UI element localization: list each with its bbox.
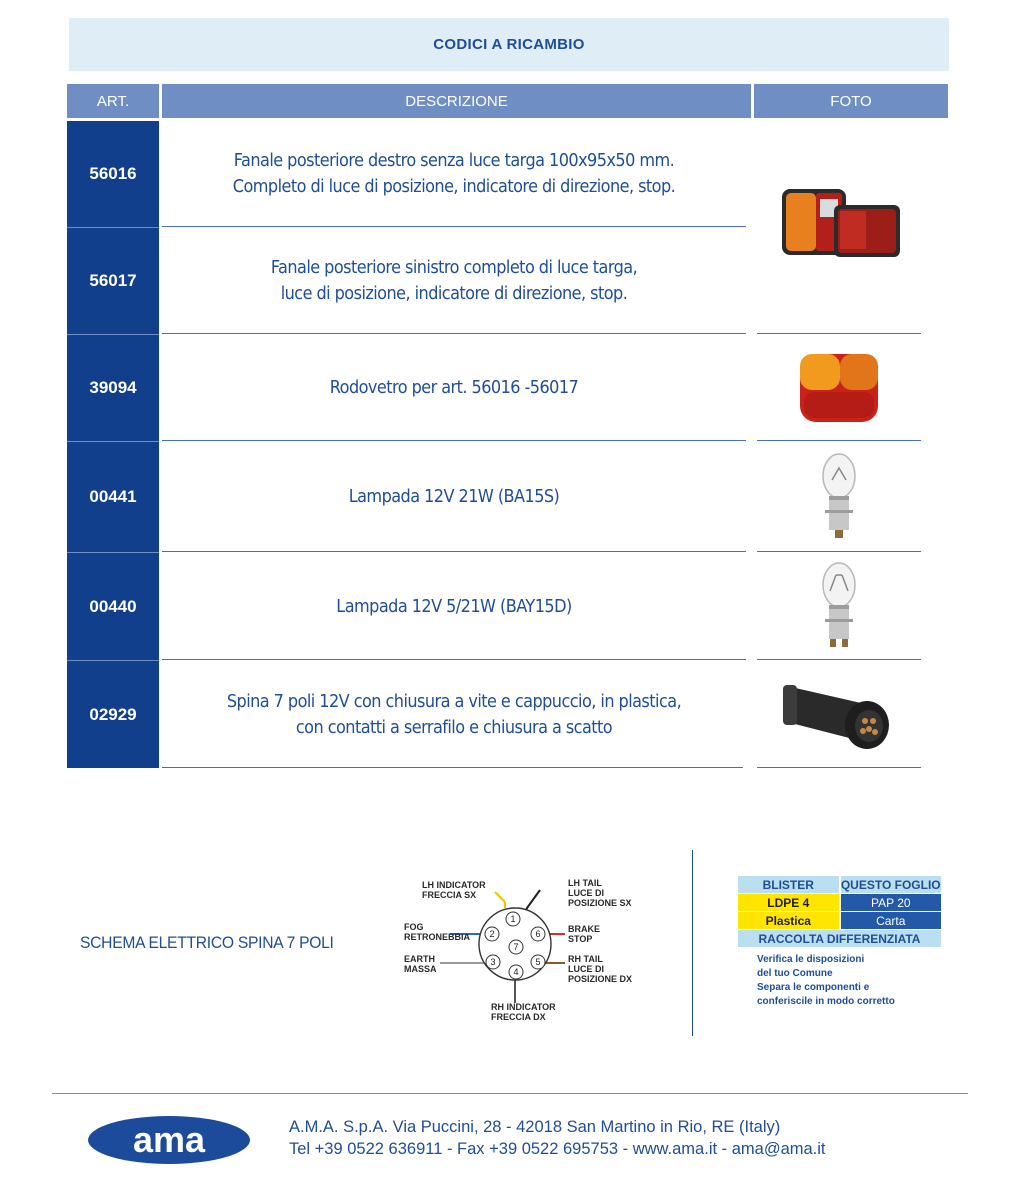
company-address: A.M.A. S.p.A. Via Puccini, 28 - 42018 Sa… [289,1118,781,1136]
section-title-banner: CODICI A RICAMBIO [69,18,949,71]
art-separator [67,441,159,442]
recycling-header-blister: BLISTER [738,876,839,893]
description-line: Fanale posteriore sinistro completo di l… [270,258,638,278]
recycling-header-foglio: QUESTO FOGLIO [840,876,941,893]
foto-divider [757,551,921,552]
art-separator [67,227,159,228]
art-separator [67,552,159,553]
foto-divider [757,333,921,334]
description-line: Completo di luce di posizione, indicator… [232,177,676,197]
wiring-diagram-graphic: 1 2 3 4 5 6 7 [440,889,565,1003]
recycling-code-blister: LDPE 4 [738,894,839,911]
art-separator [67,660,159,661]
pin-4: 4 [513,967,518,977]
art-code-00440: 00440 [89,596,137,616]
recycling-notes: Verifica le disposizioni del tuo Comune … [738,953,941,1009]
recycling-note-line: del tuo Comune [757,968,833,979]
pin-2: 2 [489,929,494,939]
ama-logo: ama [86,1113,252,1172]
recycling-code-foglio: PAP 20 [840,894,941,911]
description-line: Spina 7 poli 12V con chiusura a vite e c… [226,691,682,712]
row-divider [162,659,746,660]
description-line: Fanale posteriore destro senza luce targ… [233,151,675,171]
description-line: Lampada 12V 21W (BA15S) [348,487,560,507]
recycling-note-line: conferiscile in modo corretto [757,996,895,1007]
schema-title: SCHEMA ELETTRICO SPINA 7 POLI [80,933,334,952]
art-code-56016: 56016 [89,164,137,183]
art-code-39094: 39094 [89,378,137,397]
photo-bulb-double [757,553,921,659]
header-foto-label: FOTO [830,92,872,110]
recycling-footer-row: RACCOLTA DIFFERENZIATA [738,930,941,947]
description-cell: Lampada 12V 21W (BA15S) [185,442,722,552]
logo-text: ama [133,1119,206,1160]
pin-1: 1 [510,914,515,924]
section-title: CODICI A RICAMBIO [433,36,585,53]
photo-bulb-single [757,443,921,551]
description-cell: Fanale posteriore destro senza luce targ… [185,121,722,227]
header-descrizione-label: DESCRIZIONE [405,92,508,110]
recycling-material-blister: Plastica [738,912,839,929]
recycling-material-row: Plastica Carta [738,912,941,929]
pin-5: 5 [535,957,540,967]
foto-divider [757,659,921,660]
description-line: Rodovetro per art. 56016 -56017 [329,378,579,398]
row-divider [162,551,746,552]
row-divider [162,226,746,227]
row-divider [162,333,746,334]
photo-lens [757,336,921,440]
row-divider [162,767,743,768]
recycling-footer: RACCOLTA DIFFERENZIATA [738,930,941,947]
recycling-code-row: LDPE 4 PAP 20 [738,894,941,911]
photo-plug-7-pin [757,662,921,766]
description-line: luce di posizione, indicatore di direzio… [280,284,628,304]
art-code-56017: 56017 [89,271,137,290]
recycling-info: BLISTER QUESTO FOGLIO LDPE 4 PAP 20 Plas… [738,876,941,1009]
pin-3: 3 [490,957,495,967]
art-separator [67,334,159,335]
art-code-02929: 02929 [89,704,137,724]
art-code-00441: 00441 [89,487,137,506]
description-cell: Fanale posteriore sinistro completo di l… [185,228,722,334]
vertical-separator [692,850,693,1036]
foto-divider [757,767,921,768]
header-descrizione: DESCRIZIONE [162,84,751,118]
header-art-label: ART. [96,92,130,110]
header-art: ART. [67,84,159,118]
description-line: con contatti a serrafilo e chiusura a sc… [295,717,613,738]
footer-divider [52,1093,968,1094]
header-foto: FOTO [754,84,948,118]
company-phone-web: Tel +39 0522 636911 - Fax +39 0522 69575… [289,1140,826,1158]
photo-taillight-pair [757,150,921,300]
description-cell: Rodovetro per art. 56016 -56017 [185,335,722,441]
description-line: Lampada 12V 5/21W (BAY15D) [336,596,572,617]
company-contact: A.M.A. S.p.A. Via Puccini, 28 - 42018 Sa… [289,1116,826,1160]
pin-6: 6 [535,929,540,939]
description-cell: Spina 7 poli 12V con chiusura a vite e c… [185,661,722,768]
recycling-note-line: Verifica le disposizioni [757,954,865,965]
recycling-header-row: BLISTER QUESTO FOGLIO [738,876,941,893]
foto-divider [757,440,921,441]
description-cell: Lampada 12V 5/21W (BAY15D) [185,553,722,660]
pin-7: 7 [513,942,518,952]
recycling-note-line: Separa le componenti e [757,982,870,993]
recycling-material-foglio: Carta [840,912,941,929]
row-divider [162,440,746,441]
